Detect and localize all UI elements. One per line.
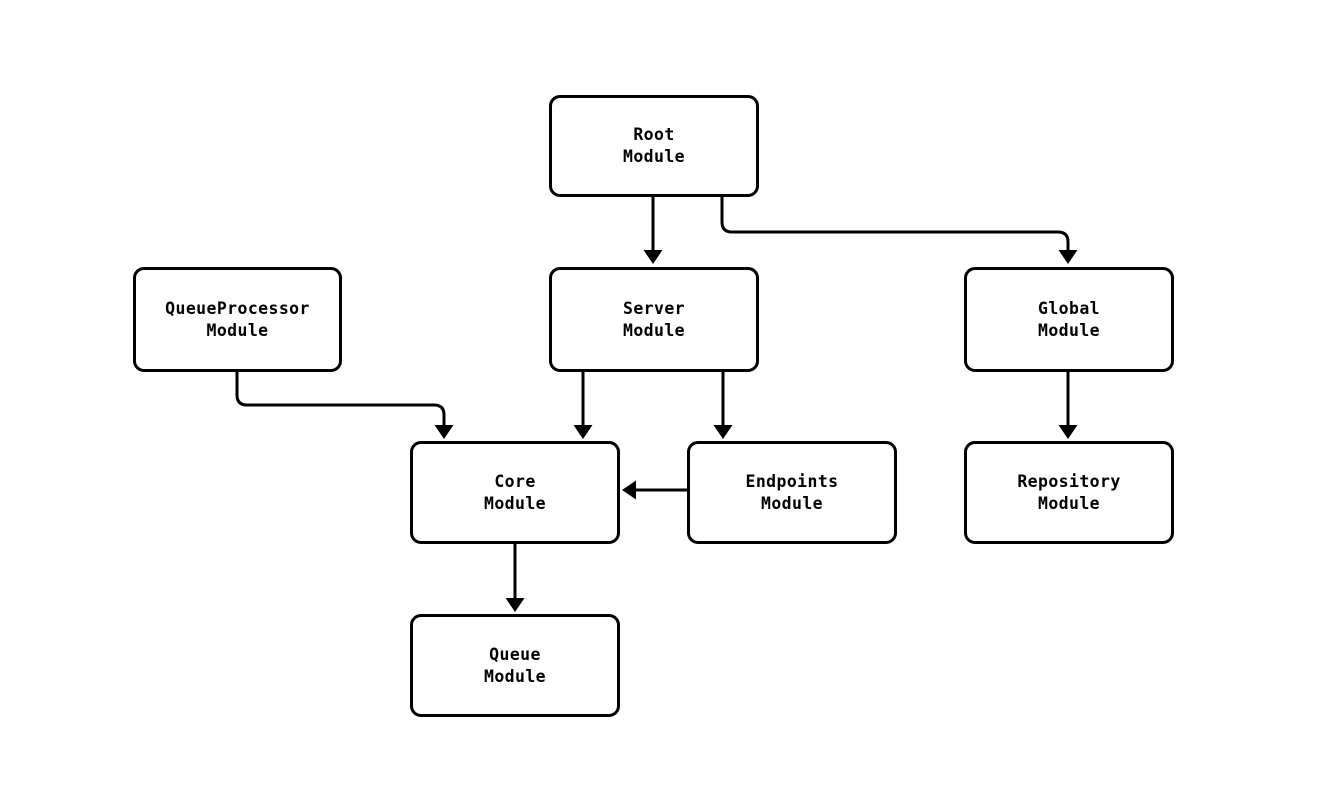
edge-arrowhead xyxy=(713,425,733,439)
edge-root-to-global xyxy=(720,197,1078,264)
edge-arrowhead xyxy=(1058,425,1078,439)
edge-arrowhead xyxy=(622,480,636,500)
node-label-primary: Server xyxy=(622,298,685,318)
edge-arrowhead xyxy=(573,425,593,439)
edge-root-to-server xyxy=(643,197,663,264)
node-label-primary: Endpoints xyxy=(745,471,839,491)
edge-server-to-endpoints xyxy=(713,372,733,439)
edge-endpoints-to-core xyxy=(622,480,687,500)
edge-line xyxy=(235,372,446,431)
node-label-secondary: Module xyxy=(622,320,685,340)
edge-queueprocessor-to-core xyxy=(235,372,454,439)
node-label-primary: Repository xyxy=(1017,471,1121,491)
node-label-primary: Global xyxy=(1037,298,1100,318)
node-label-secondary: Module xyxy=(622,147,685,166)
edge-core-to-queue xyxy=(505,544,525,612)
node-label-secondary: Module xyxy=(206,320,269,340)
node-label-secondary: Module xyxy=(483,666,546,686)
node-label-primary: Root xyxy=(633,125,675,144)
node-label-primary: Queue xyxy=(489,644,541,664)
node-label-secondary: Module xyxy=(1037,493,1100,513)
edge-server-to-core xyxy=(573,372,593,439)
node-label-secondary: Module xyxy=(483,493,546,513)
edge-arrowhead xyxy=(505,598,525,612)
node-label-secondary: Module xyxy=(760,493,823,513)
edge-arrowhead xyxy=(1058,250,1078,264)
node-label-primary: QueueProcessor xyxy=(165,298,310,318)
edge-arrowhead xyxy=(434,425,454,439)
node-label-primary: Core xyxy=(494,471,536,491)
edge-global-to-repository xyxy=(1058,372,1078,439)
edge-arrowhead xyxy=(643,250,663,264)
node-label-secondary: Module xyxy=(1037,320,1100,340)
edge-line xyxy=(720,197,1070,256)
